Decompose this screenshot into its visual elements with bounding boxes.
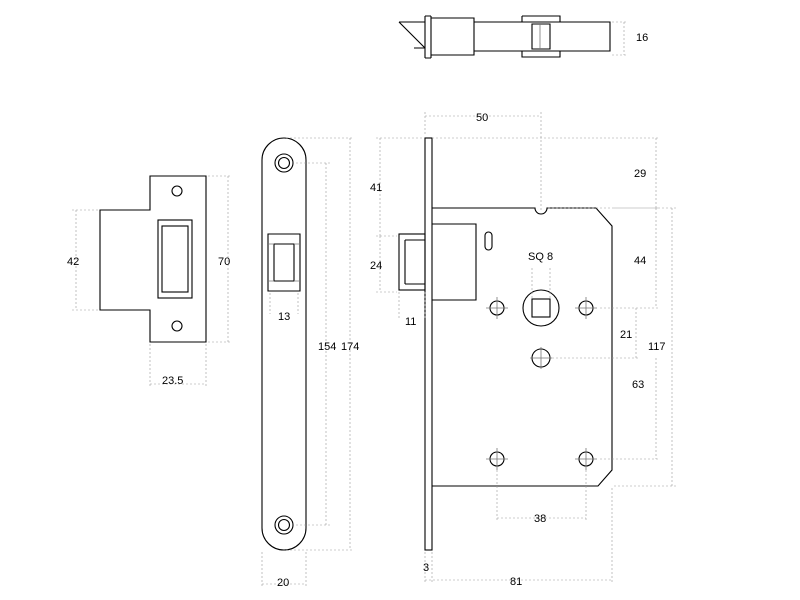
dim-forend-fixings-label: 154 <box>318 341 336 353</box>
dim-forend-width-label: 20 <box>277 577 289 589</box>
dim-forend-fixings: 154 <box>296 162 336 526</box>
dim-forend-thickness: 3 <box>423 552 433 584</box>
dim-forend-to-cut-label: 29 <box>634 168 646 180</box>
dim-forend-width: 20 <box>261 552 307 589</box>
dim-fixing-centres: 38 <box>496 470 587 525</box>
dim-forend-inner: 13 <box>269 293 299 323</box>
dim-forend-to-cut: 29 <box>432 137 660 209</box>
dim-fixing-centres-label: 38 <box>534 513 546 525</box>
square-spindle-label-text: SQ 8 <box>528 251 553 263</box>
latch-top-view <box>398 15 611 59</box>
dim-case-height: 117 <box>614 207 676 487</box>
dim-forend-length-label: 174 <box>341 341 359 353</box>
dim-follower-to-key-label: 21 <box>620 329 632 341</box>
dim-latch-depth-label: 16 <box>636 32 648 44</box>
forend-plate <box>261 137 307 551</box>
dim-overall-depth: 81 <box>425 488 613 588</box>
dim-case-height-label: 117 <box>648 341 666 353</box>
dim-latch-projection-label: 11 <box>405 316 416 328</box>
dim-key-to-fixing-label: 63 <box>632 379 644 391</box>
dim-forend-thickness-label: 3 <box>423 562 429 574</box>
dim-strike-width: 23.5 <box>149 344 207 388</box>
dim-cut-to-latch: 41 <box>370 137 423 237</box>
dim-latch-height: 24 <box>370 236 397 293</box>
dim-strike-height-label: 70 <box>218 256 230 268</box>
dim-case-width-label: 50 <box>476 112 488 124</box>
dim-cut-to-follower: 44 <box>600 208 660 309</box>
dim-follower-to-key: 21 <box>552 308 640 359</box>
dim-latch-height-label: 24 <box>370 260 382 272</box>
dim-overall-depth-label: 81 <box>510 576 522 588</box>
lock-body <box>398 137 613 551</box>
dim-strike-lip-label: 42 <box>67 256 79 268</box>
dim-case-width: 50 <box>424 112 542 212</box>
dim-forend-inner-label: 13 <box>278 311 290 323</box>
dim-latch-depth: 16 <box>612 21 648 56</box>
dim-latch-projection: 11 <box>398 292 426 328</box>
dim-strike-lip: 42 <box>67 209 98 311</box>
dim-key-to-fixing: 63 <box>600 358 660 460</box>
dim-cut-to-latch-label: 41 <box>370 182 382 194</box>
square-spindle-label: SQ 8 <box>528 251 553 299</box>
strike-plate <box>99 175 207 343</box>
dim-strike-height: 70 <box>208 175 232 343</box>
dim-cut-to-follower-label: 44 <box>634 255 646 267</box>
dim-forend-length: 174 <box>286 137 359 551</box>
dim-strike-width-label: 23.5 <box>162 375 183 387</box>
